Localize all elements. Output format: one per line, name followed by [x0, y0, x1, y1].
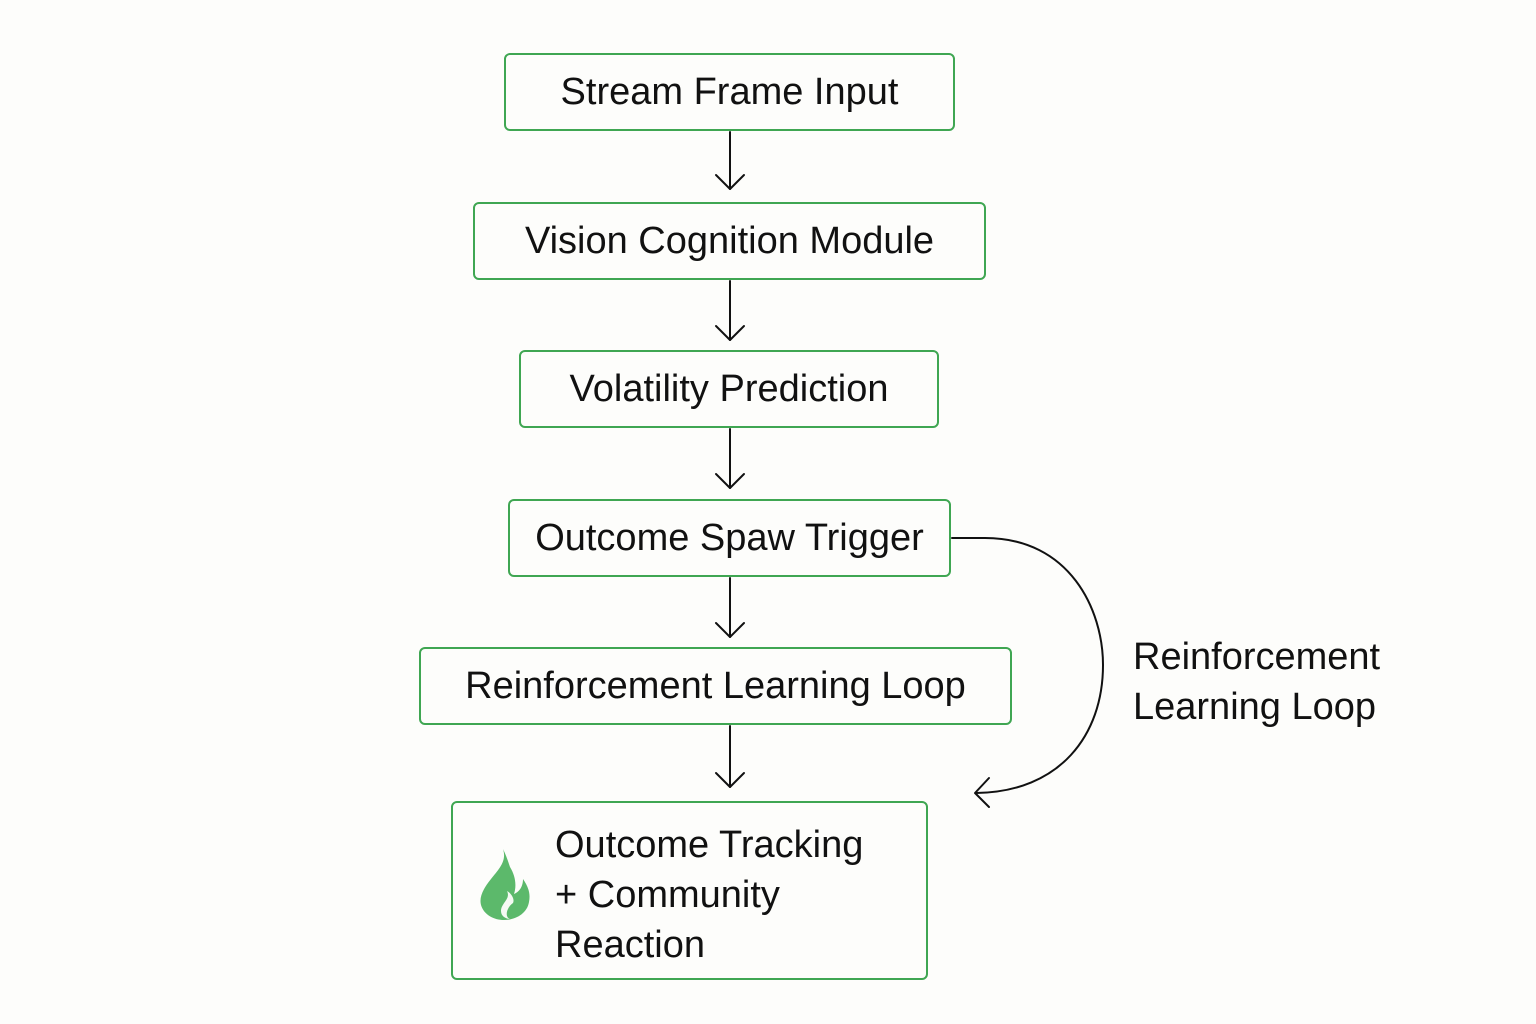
node-label: Outcome Spaw Trigger [535, 517, 924, 559]
feedback-loop-label: Reinforcement Learning Loop [1133, 632, 1380, 732]
node-label-multiline: Outcome Tracking + Community Reaction [555, 820, 863, 970]
node-outcome-spaw-trigger: Outcome Spaw Trigger [508, 499, 951, 577]
node-volatility-prediction: Volatility Prediction [519, 350, 939, 428]
node-vision-cognition-module: Vision Cognition Module [473, 202, 986, 280]
node-label: Reinforcement Learning Loop [465, 665, 966, 707]
arrow-vision-to-volatility [715, 280, 745, 341]
flame-icon [477, 847, 533, 921]
node-label: Stream Frame Input [560, 71, 899, 113]
node-label-line: Reaction [555, 924, 705, 966]
node-label: Volatility Prediction [569, 368, 889, 410]
node-stream-frame-input: Stream Frame Input [504, 53, 955, 131]
arrow-volatility-to-trigger [715, 428, 745, 489]
curved-feedback-arrow [951, 537, 1104, 808]
node-label-line: + Community [555, 874, 780, 916]
node-label: Vision Cognition Module [524, 220, 935, 262]
node-label-line: Outcome Tracking [555, 824, 864, 866]
node-reinforcement-learning-loop: Reinforcement Learning Loop [419, 647, 1012, 725]
arrow-input-to-vision [715, 131, 745, 190]
arrow-loop-to-tracking [715, 725, 745, 788]
loop-label-line: Reinforcement [1133, 636, 1381, 678]
loop-label-line: Learning Loop [1133, 686, 1376, 728]
arrow-trigger-to-loop [715, 577, 745, 638]
node-outcome-tracking: Outcome Tracking + Community Reaction [451, 801, 928, 980]
